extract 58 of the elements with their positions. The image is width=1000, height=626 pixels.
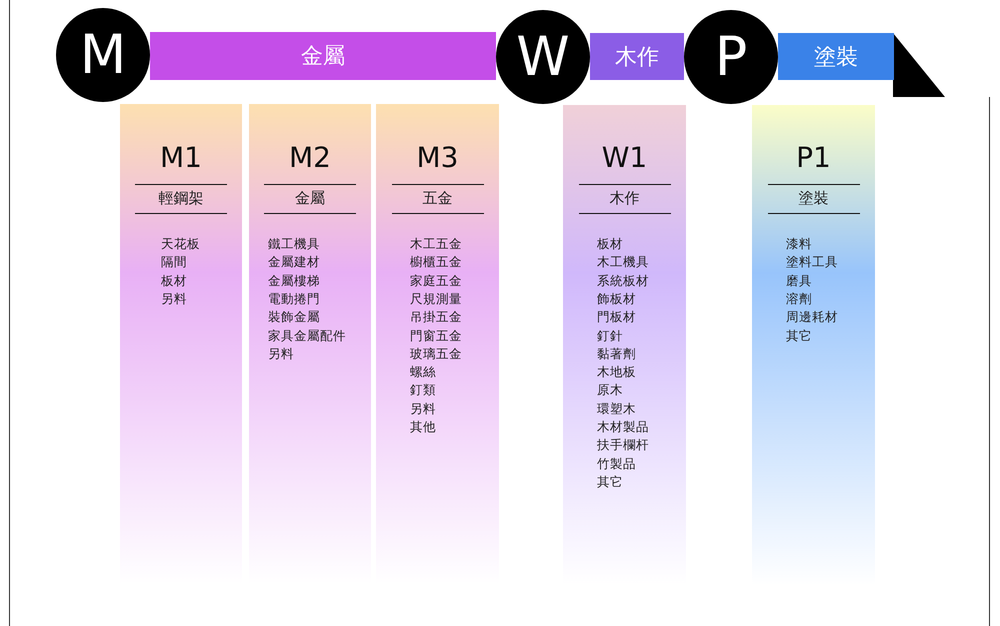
list-item: 另料 (161, 290, 187, 308)
list-item: 鐵工機具 (268, 235, 320, 253)
category-title: 五金 (392, 184, 484, 214)
list-item: 扶手欄杆 (597, 436, 649, 454)
list-item: 系統板材 (597, 272, 649, 290)
list-item: 漆料 (786, 235, 812, 253)
list-item: 玻璃五金 (410, 344, 462, 363)
list-item: 周邊耗材 (786, 308, 838, 326)
list-item: 電動捲門 (268, 290, 320, 308)
list-item: 板材 (597, 235, 623, 253)
category-code: M1 (159, 141, 203, 175)
list-item: 磨具 (786, 272, 812, 290)
list-item: 門窗五金 (410, 326, 462, 344)
list-item: 隔間 (161, 253, 187, 272)
list-item: 板材 (161, 272, 187, 290)
list-item: 金屬樓梯 (268, 272, 320, 290)
letter-circle: W (496, 10, 590, 104)
list-item: 尺規測量 (410, 290, 462, 308)
list-item: 其它 (786, 326, 812, 344)
list-item: 家庭五金 (410, 272, 462, 290)
list-item: 其它 (597, 472, 623, 491)
list-item: 木工五金 (410, 235, 462, 253)
list-item: 原木 (597, 381, 623, 400)
letter-circle: M (56, 8, 150, 102)
list-item: 溶劑 (786, 290, 812, 308)
category-band: 塗裝 (778, 33, 894, 80)
list-item: 木地板 (597, 363, 636, 382)
category-title: 金屬 (264, 184, 356, 214)
letter-circle: P (684, 10, 778, 104)
list-item: 釘針 (597, 326, 623, 344)
category-band: 木作 (590, 33, 684, 80)
list-item: 黏著劑 (597, 344, 636, 363)
list-item: 螺絲 (410, 363, 436, 382)
list-item: 另料 (410, 400, 436, 418)
list-item: 門板材 (597, 308, 636, 326)
category-code: M3 (416, 141, 460, 175)
category-code: W1 (600, 141, 648, 175)
list-item: 吊掛五金 (410, 308, 462, 326)
list-item: 裝飾金屬 (268, 308, 320, 326)
category-code: P1 (795, 141, 832, 175)
list-item: 另料 (268, 344, 294, 363)
list-item: 釘類 (410, 381, 436, 400)
category-title: 塗裝 (768, 184, 860, 214)
list-item: 木工機具 (597, 253, 649, 272)
category-title: 輕鋼架 (135, 184, 227, 214)
list-item: 金屬建材 (268, 253, 320, 272)
list-item: 竹製品 (597, 454, 636, 473)
list-item: 其他 (410, 418, 436, 436)
list-item: 櫥櫃五金 (410, 253, 462, 272)
category-code: M2 (288, 141, 332, 175)
list-item: 飾板材 (597, 290, 636, 308)
list-item: 木材製品 (597, 418, 649, 436)
category-title: 木作 (578, 184, 670, 214)
list-item: 家具金屬配件 (268, 326, 346, 344)
list-item: 塗料工具 (786, 253, 838, 272)
list-item: 天花板 (161, 235, 200, 253)
category-band: 金屬 (150, 32, 496, 80)
list-item: 環塑木 (597, 400, 636, 418)
